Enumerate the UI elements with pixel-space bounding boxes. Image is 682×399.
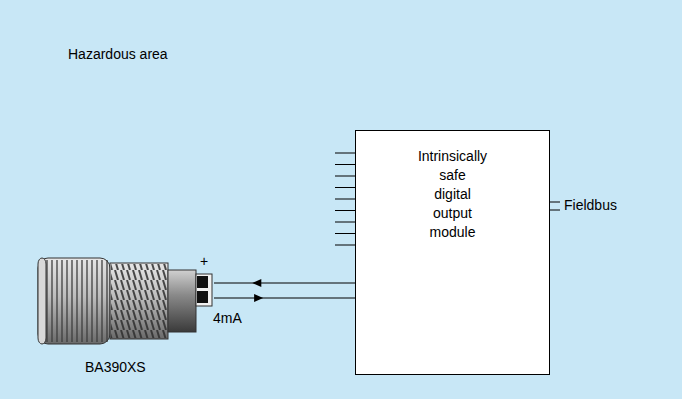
signal-wire xyxy=(214,279,355,287)
node-text: Intrinsically safe digital output module xyxy=(362,147,543,242)
threaded-body xyxy=(110,263,168,339)
terminal-block xyxy=(196,274,212,306)
device-label-box: BA390XS xyxy=(36,252,214,392)
arrowhead xyxy=(254,294,263,302)
module-channel-stubs xyxy=(335,153,355,245)
wire-line xyxy=(214,283,355,284)
fieldbus-wires xyxy=(550,202,560,210)
arrowhead xyxy=(252,279,261,287)
node-text: BA390XS xyxy=(85,358,214,377)
signal-wire xyxy=(214,294,355,302)
terminal-polarity: + xyxy=(200,253,208,270)
knurled-cap xyxy=(38,258,110,344)
wire-line xyxy=(214,298,355,299)
area-title: Hazardous area xyxy=(68,46,168,63)
sensor-body xyxy=(168,270,196,332)
bus-name: Fieldbus xyxy=(564,197,617,214)
module-box: Intrinsically safe digital output module xyxy=(355,130,550,375)
current-label: 4mA xyxy=(212,310,243,327)
